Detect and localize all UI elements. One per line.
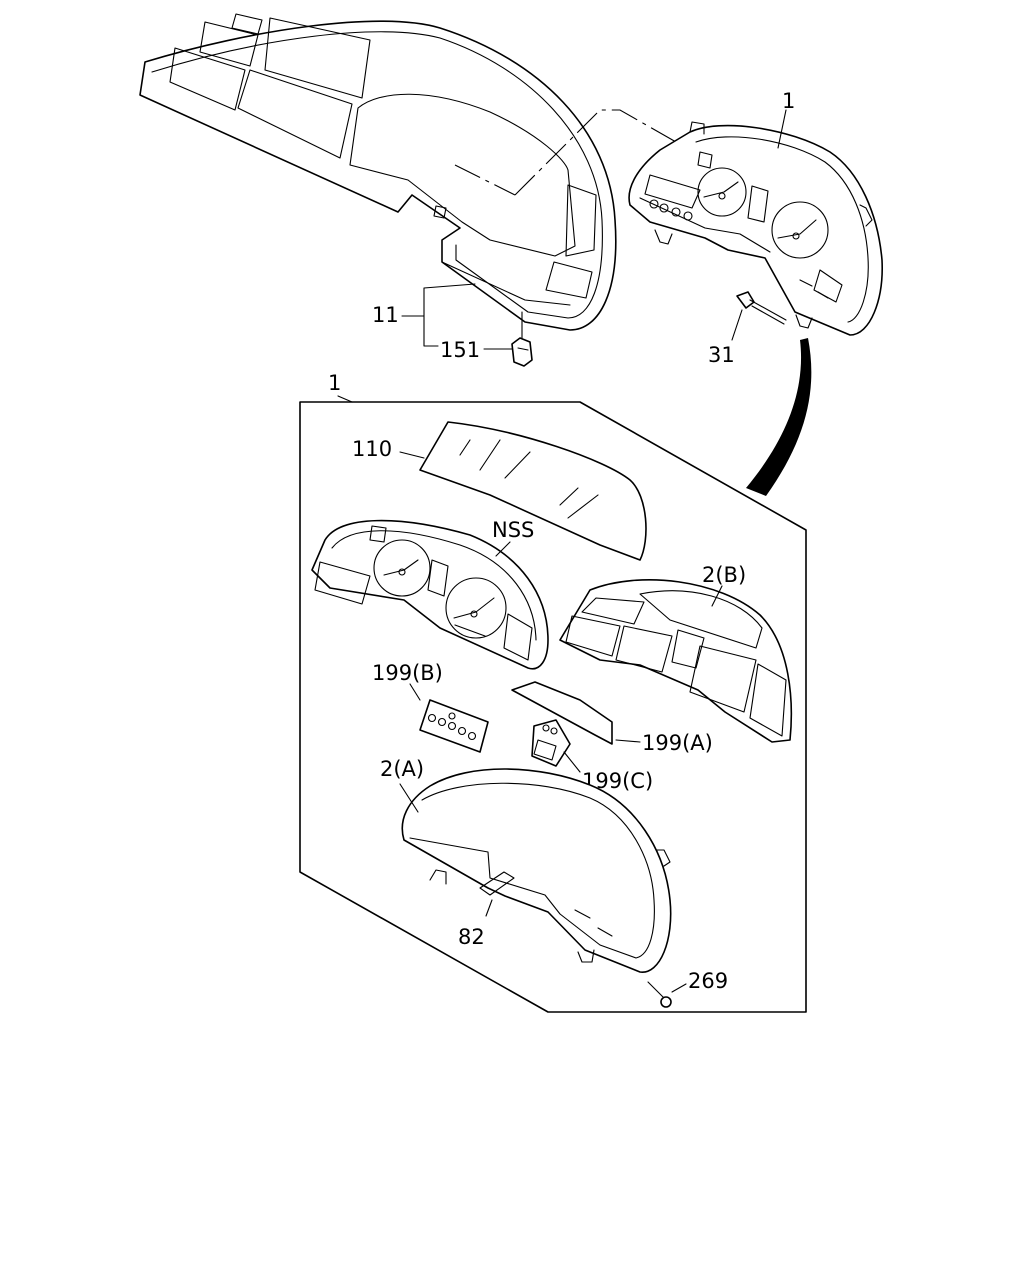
meter-glass-part-110	[419, 421, 647, 561]
meter-panel-nss	[311, 519, 549, 670]
leader-199b	[409, 683, 421, 701]
label-nss: NSS	[492, 518, 534, 542]
screw-part-31	[731, 291, 787, 341]
leader-199a	[615, 739, 641, 743]
label-31: 31	[708, 343, 735, 367]
meter-case-part-2a	[401, 768, 672, 973]
leader-199c	[563, 751, 581, 773]
clip-part-151	[511, 311, 533, 367]
leader-2a	[399, 783, 419, 813]
label-1-top: 1	[782, 89, 795, 113]
label-151: 151	[440, 338, 480, 362]
leader-nss	[495, 541, 511, 557]
label-2a: 2(A)	[380, 757, 424, 781]
circuit-board-part-199b	[419, 699, 489, 753]
leader-269	[671, 983, 687, 993]
leader-110	[399, 451, 425, 459]
leader-1-box	[337, 395, 353, 403]
leader-82	[485, 899, 493, 917]
label-110: 110	[352, 437, 392, 461]
label-269: 269	[688, 969, 728, 993]
circuit-board-part-199c	[531, 719, 571, 767]
combination-meter-assembly-top	[628, 121, 883, 336]
leader-1-top	[777, 109, 787, 149]
exploded-view-frame	[299, 401, 807, 1013]
meter-case-part-2b	[559, 579, 793, 743]
exploded-view-arrow	[746, 338, 812, 496]
screw-part-269	[647, 981, 672, 1008]
label-1-box: 1	[328, 371, 341, 395]
leader-2b	[711, 585, 723, 607]
dashboard-bezel-part-11	[139, 13, 691, 331]
circuit-board-part-199a	[511, 681, 613, 745]
label-82: 82	[458, 925, 485, 949]
label-199b: 199(B)	[372, 661, 443, 685]
label-2b: 2(B)	[702, 563, 746, 587]
leader-11	[401, 283, 476, 347]
label-11: 11	[372, 303, 399, 327]
label-199a: 199(A)	[642, 731, 713, 755]
